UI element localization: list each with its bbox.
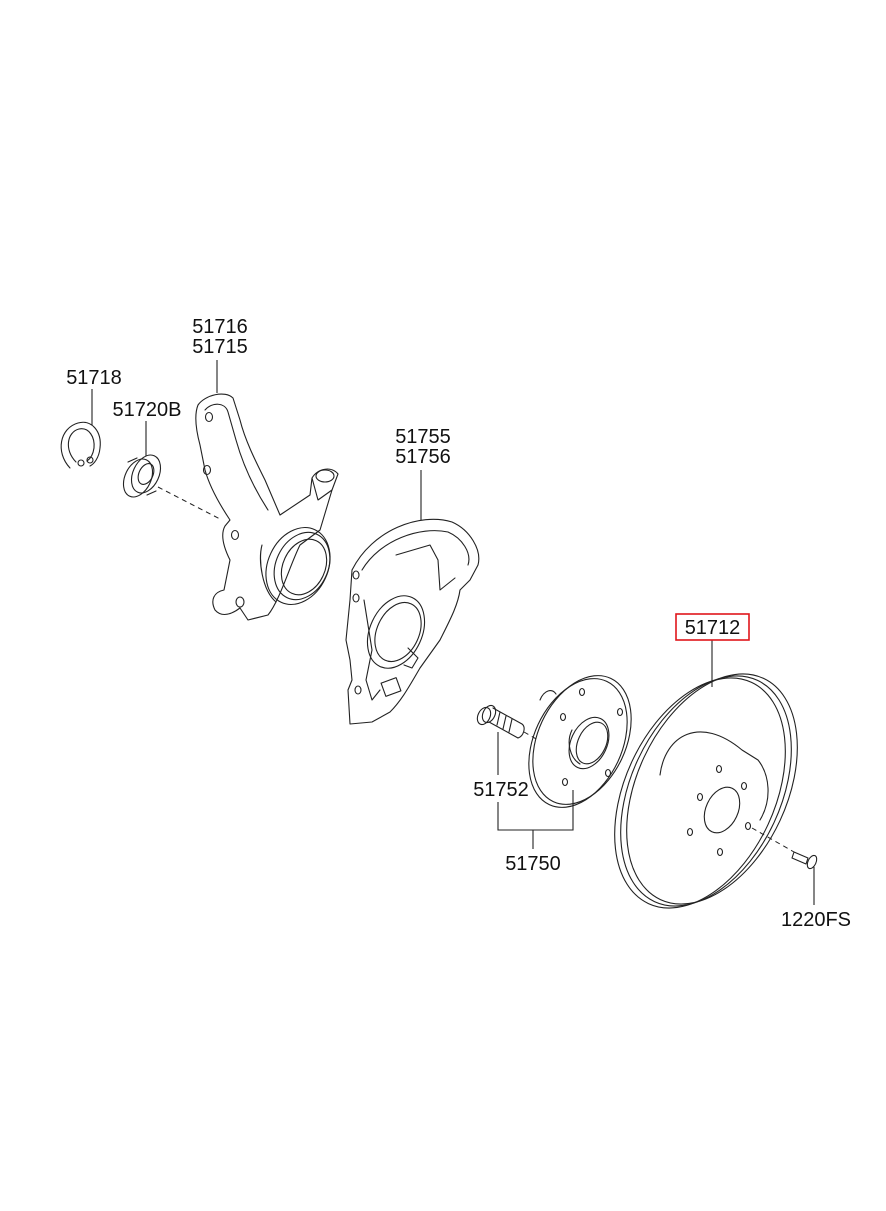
label-hub-bolt[interactable]: 51752 xyxy=(473,779,529,801)
label-disc[interactable]: 51712 xyxy=(685,617,741,639)
knuckle-drawing[interactable] xyxy=(195,393,342,621)
bearing-axis-line xyxy=(157,486,223,521)
brake-disc-drawing[interactable] xyxy=(580,647,831,936)
highlight-box xyxy=(675,613,750,641)
hub-drawing[interactable] xyxy=(509,660,650,823)
snap-ring-drawing[interactable] xyxy=(60,421,101,469)
dust-cover-drawing[interactable] xyxy=(345,518,480,725)
hub-bolt-drawing[interactable] xyxy=(475,703,525,739)
disc-screw-drawing[interactable] xyxy=(791,851,819,870)
leader-lines xyxy=(91,360,815,905)
label-snap-ring[interactable]: 51718 xyxy=(66,367,122,389)
label-knuckle-1[interactable]: 51716 xyxy=(192,316,248,338)
label-bearing[interactable]: 51720B xyxy=(113,399,182,421)
label-knuckle-2[interactable]: 51715 xyxy=(192,336,248,358)
screw-axis-line xyxy=(751,827,795,853)
label-disc-screw[interactable]: 1220FS xyxy=(781,909,851,931)
bearing-drawing[interactable] xyxy=(118,450,166,501)
label-hub-assembly[interactable]: 51750 xyxy=(505,853,561,875)
label-dust-cover-2[interactable]: 51756 xyxy=(395,446,451,468)
label-dust-cover-1[interactable]: 51755 xyxy=(395,426,451,448)
